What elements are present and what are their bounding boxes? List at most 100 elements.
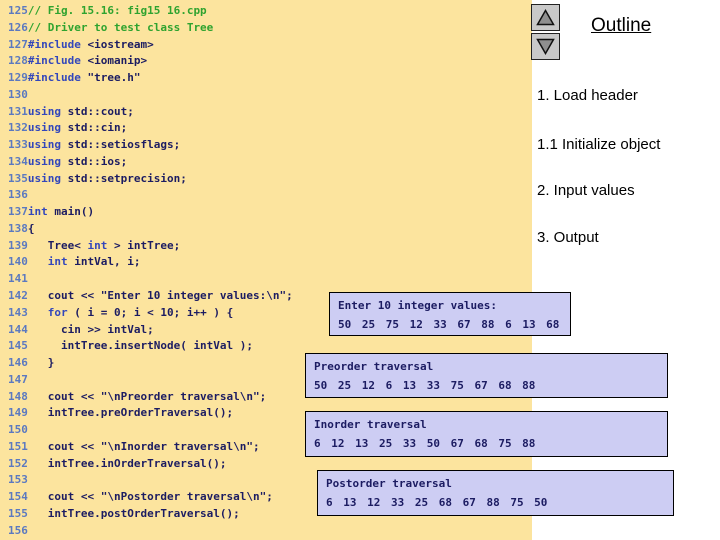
- code-segment: intVal, i;: [67, 255, 141, 269]
- code-segment: [28, 255, 48, 268]
- outline-item-input-values: 2. Input values: [537, 182, 635, 199]
- code-segment: ( i = 0; i < 10; i++ ) {: [67, 305, 234, 319]
- code-line: 147: [8, 372, 532, 389]
- code-line: 134using std::ios;: [8, 154, 532, 171]
- line-number: 128: [8, 54, 28, 68]
- line-number: 125: [8, 4, 28, 17]
- line-number: 142: [8, 289, 28, 303]
- code-line: 128#include <iomanip>: [8, 53, 532, 70]
- outline-item-load-header: 1. Load header: [537, 87, 638, 104]
- code-line: 138{: [8, 221, 532, 238]
- code-line: 156: [8, 523, 532, 540]
- code-line: 153: [8, 472, 532, 489]
- line-number: 140: [8, 255, 28, 269]
- output-box-values: 6 13 12 33 25 68 67 88 75 50: [326, 496, 548, 509]
- output-box-preorder: Preorder traversal 50 25 12 6 13 33 75 6…: [305, 353, 668, 398]
- line-number: 136: [8, 188, 28, 202]
- code-line: 149 intTree.preOrderTraversal();: [8, 405, 532, 422]
- code-line: 139 Tree< int > intTree;: [8, 238, 532, 255]
- output-box-title: Inorder traversal: [314, 418, 427, 431]
- code-line: 145 intTree.insertNode( intVal );: [8, 338, 532, 355]
- line-number: 144: [8, 322, 28, 336]
- code-line: 125// Fig. 15.16: fig15 16.cpp: [8, 3, 532, 20]
- line-number: 145: [8, 339, 28, 353]
- code-segment: intTree.insertNode( intVal );: [27, 339, 254, 353]
- code-line: 140 int intVal, i;: [8, 254, 532, 271]
- code-line: 152 intTree.inOrderTraversal();: [8, 456, 532, 473]
- line-number: 139: [8, 238, 28, 252]
- line-number: 146: [8, 356, 28, 370]
- line-number: 132: [8, 121, 28, 135]
- line-number: 149: [8, 406, 28, 420]
- line-number: 141: [8, 272, 28, 286]
- line-number: 131: [8, 104, 28, 118]
- code-segment: cout << "\nInorder traversal\n";: [27, 439, 260, 453]
- code-segment: // Fig. 15.16: fig15 16.cpp: [27, 4, 207, 17]
- code-line: 130: [8, 87, 532, 104]
- nav-down-button[interactable]: [531, 33, 560, 60]
- up-arrow-icon: [536, 9, 555, 26]
- code-segment: intTree.inOrderTraversal();: [27, 456, 227, 470]
- code-line: 131using std::cout;: [8, 104, 532, 121]
- line-number: 154: [8, 490, 28, 504]
- code-segment: std::cin;: [67, 121, 128, 135]
- code-segment: cin >> intVal;: [27, 322, 154, 336]
- code-segment: <iomanip>: [87, 54, 148, 68]
- code-segment: #include: [27, 54, 88, 68]
- output-box-title: Preorder traversal: [314, 360, 434, 373]
- line-number: 133: [8, 138, 28, 152]
- code-segment: // Driver to test class Tree: [27, 20, 214, 34]
- line-number: 129: [8, 71, 28, 85]
- line-number: 153: [8, 473, 28, 487]
- line-number: 152: [8, 456, 28, 470]
- code-segment: int: [47, 255, 68, 269]
- line-number: 137: [8, 205, 28, 219]
- code-line: 127#include <iostream>: [8, 37, 532, 54]
- code-line: 150: [8, 422, 532, 439]
- line-number: 143: [8, 305, 28, 319]
- nav-up-button[interactable]: [531, 4, 560, 31]
- code-segment: cout << "Enter 10 integer values:\n";: [27, 289, 293, 303]
- line-number: 148: [8, 389, 28, 403]
- code-line: 146 }: [8, 355, 532, 372]
- output-box-postorder: Postorder traversal 6 13 12 33 25 68 67 …: [317, 470, 674, 516]
- code-segment: }: [27, 356, 55, 370]
- code-line: 155 intTree.postOrderTraversal();: [8, 506, 532, 523]
- outline-item-output: 3. Output: [537, 229, 599, 246]
- code-segment: intTree.preOrderTraversal();: [27, 406, 234, 420]
- outline-item-initialize-object: 1.1 Initialize object: [537, 136, 661, 153]
- code-line: 132using std::cin;: [8, 120, 532, 137]
- code-line: 135using std::setprecision;: [8, 171, 532, 188]
- output-box-title: Enter 10 integer values:: [338, 299, 497, 312]
- code-segment: cout << "\nPreorder traversal\n";: [27, 389, 267, 403]
- code-segment: {: [27, 221, 35, 235]
- line-number: 156: [8, 523, 28, 537]
- code-line: 129#include "tree.h": [8, 70, 532, 87]
- code-line: 142 cout << "Enter 10 integer values:\n"…: [8, 288, 532, 305]
- code-line: 154 cout << "\nPostorder traversal\n";: [8, 489, 532, 506]
- code-segment: std::cout;: [67, 104, 134, 118]
- code-segment: using: [27, 154, 68, 168]
- line-number: 150: [8, 423, 28, 437]
- output-box-inorder: Inorder traversal 6 12 13 25 33 50 67 68…: [305, 411, 668, 457]
- line-number: 130: [8, 87, 28, 101]
- line-number: 126: [8, 20, 28, 34]
- code-segment: std::setiosflags;: [67, 138, 181, 152]
- code-line: 141: [8, 271, 532, 288]
- output-box-input: Enter 10 integer values: 50 25 75 12 33 …: [329, 292, 571, 336]
- code-line: 148 cout << "\nPreorder traversal\n";: [8, 389, 532, 406]
- code-line: 144 cin >> intVal;: [8, 322, 532, 339]
- code-segment: [28, 306, 48, 319]
- down-arrow-icon: [536, 38, 555, 55]
- output-box-values: 50 25 75 12 33 67 88 6 13 68: [338, 318, 560, 331]
- code-line: 136: [8, 187, 532, 204]
- output-box-values: 6 12 13 25 33 50 67 68 75 88: [314, 437, 536, 450]
- outline-title: Outline: [591, 15, 652, 36]
- code-line: 143 for ( i = 0; i < 10; i++ ) {: [8, 305, 532, 322]
- code-segment: int: [27, 205, 55, 219]
- code-segment: std::setprecision;: [67, 171, 187, 185]
- code-segment: for: [47, 305, 68, 319]
- code-segment: <iostream>: [87, 37, 154, 51]
